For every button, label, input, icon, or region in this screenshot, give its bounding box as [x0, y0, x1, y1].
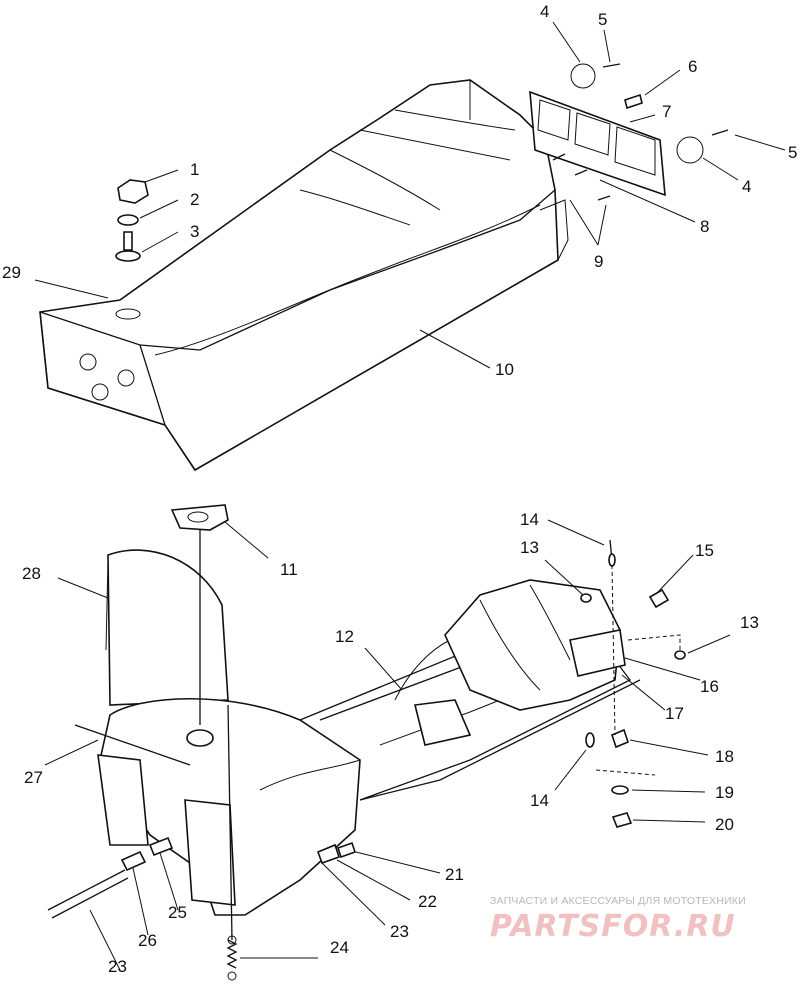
- fitting-21: [336, 841, 357, 859]
- callout-8: 8: [700, 217, 709, 236]
- screw-5-right: [711, 129, 729, 136]
- callout-29: 29: [2, 263, 21, 282]
- screw-6: [624, 93, 643, 110]
- callout-4-top: 4: [540, 2, 549, 21]
- bracket-12: [414, 699, 472, 746]
- callout-22: 22: [418, 892, 437, 911]
- seat-hole-icon: [117, 369, 135, 387]
- cable-12: [394, 639, 451, 701]
- tank-side-left: [97, 754, 149, 846]
- callout-11: 11: [280, 560, 298, 579]
- heat-shield-28: [107, 549, 229, 706]
- callout-2: 2: [190, 190, 199, 209]
- bolt-14-bottom: [585, 732, 595, 748]
- callout-13-top: 13: [520, 538, 539, 557]
- shield-edge: [105, 559, 109, 651]
- spring-rod: [227, 704, 233, 941]
- seat-hole-icon: [91, 383, 109, 401]
- callout-9: 9: [594, 252, 603, 271]
- callout-17: 17: [665, 704, 684, 723]
- watermark-logo: PARTSFOR.RU: [490, 909, 736, 944]
- fuel-cap-assembly: [115, 179, 149, 262]
- seat-hole-icon: [79, 353, 97, 371]
- callout-16: 16: [700, 677, 719, 696]
- nut-13-right: [674, 650, 686, 660]
- callout-14-top: 14: [520, 510, 539, 529]
- callout-23-center: 23: [390, 922, 409, 941]
- callout-23-left: 23: [108, 957, 127, 976]
- callout-12: 12: [335, 627, 354, 646]
- gasket-hole: [187, 511, 209, 523]
- oil-tank: [444, 579, 626, 711]
- fitting-26: [120, 850, 147, 872]
- callout-24: 24: [330, 938, 349, 957]
- callout-4-right: 4: [742, 177, 751, 196]
- spring-24: [226, 935, 238, 981]
- gasket-11: [170, 504, 229, 531]
- fuel-line-23: [47, 869, 126, 911]
- washer-19: [611, 785, 629, 795]
- callout-21: 21: [445, 865, 464, 884]
- fasteners: [580, 539, 686, 828]
- callout-14-bottom: 14: [530, 791, 549, 810]
- callout-6: 6: [688, 57, 697, 76]
- callout-3: 3: [190, 222, 199, 241]
- callout-1: 1: [190, 160, 199, 179]
- seat: [39, 79, 569, 472]
- callout-26: 26: [138, 931, 157, 950]
- nut-13-top: [580, 593, 592, 603]
- leader-lines: [34, 21, 786, 971]
- watermark-caption: ЗАПЧАСТИ И АКСЕССУАРЫ ДЛЯ МОТОТЕХНИКИ: [490, 895, 746, 907]
- fuel-tank: [74, 530, 361, 941]
- watermark: ЗАПЧАСТИ И АКСЕССУАРЫ ДЛЯ МОТОТЕХНИКИ PA…: [490, 895, 746, 944]
- gasket: [117, 214, 139, 226]
- bolt-14-top-head: [608, 553, 616, 567]
- callout-15: 15: [695, 541, 714, 560]
- cap-neck: [123, 231, 133, 251]
- filler-flange: [115, 250, 141, 262]
- callout-5-right: 5: [788, 143, 797, 162]
- callout-7: 7: [662, 102, 671, 121]
- tank-side-right: [184, 799, 236, 906]
- nut-20: [611, 812, 633, 828]
- clip-18: [611, 728, 629, 749]
- fuel-neck: [186, 729, 214, 747]
- callout-27: 27: [24, 768, 43, 787]
- lens-4-right: [676, 136, 704, 164]
- fuel-lines: [47, 836, 357, 919]
- fuel-opening: [115, 308, 141, 320]
- callout-19: 19: [715, 783, 734, 802]
- callout-5-top: 5: [598, 10, 607, 29]
- taillight-bezel: [529, 63, 729, 201]
- fuel-cap: [117, 179, 149, 204]
- clip-15: [648, 588, 670, 609]
- callout-18: 18: [715, 747, 734, 766]
- lens-4-top: [570, 63, 596, 89]
- callout-13-right: 13: [740, 613, 759, 632]
- callout-28: 28: [22, 564, 41, 583]
- screw-5-top: [602, 63, 621, 68]
- bracket-17: [569, 629, 626, 677]
- fitting-25: [148, 836, 174, 857]
- bolts-8-9: [552, 153, 611, 201]
- tank-strap-27: [74, 724, 191, 766]
- callout-20: 20: [715, 815, 734, 834]
- callout-25: 25: [168, 903, 187, 922]
- callout-10: 10: [495, 360, 514, 379]
- fitting-22: [316, 843, 341, 865]
